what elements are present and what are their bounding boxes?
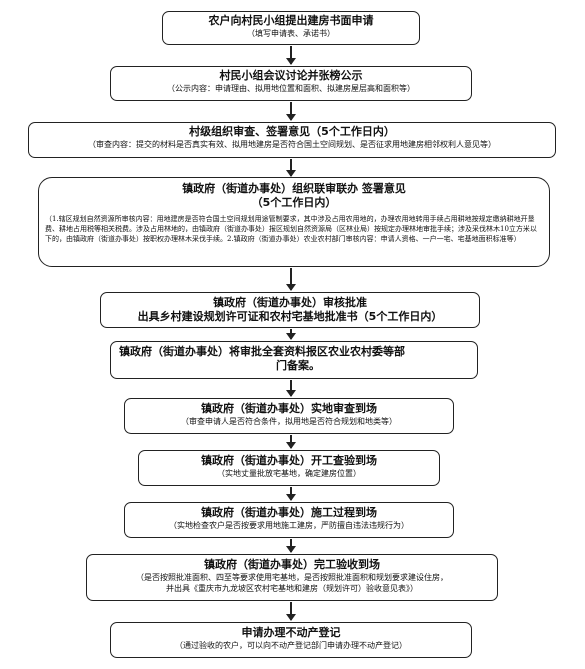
step-7-note: （审查申请人是否符合条件，拟用地是否符合规划和地类等） bbox=[181, 417, 397, 426]
step-6-filing: 镇政府（街道办事处）将审批全套资料报区农业农村委等部 门备案。 bbox=[110, 341, 478, 379]
step-6-title: 镇政府（街道办事处）将审批全套资料报区农业农村委等部 bbox=[119, 345, 405, 358]
arrow-2-3 bbox=[286, 102, 296, 121]
step-7-title: 镇政府（街道办事处）实地审查到场 bbox=[201, 402, 377, 415]
step-5-title: 镇政府（街道办事处）审核批准 bbox=[213, 296, 367, 309]
step-5-title-line2: 出具乡村建设规划许可证和农村宅基地批准书（5个工作日内） bbox=[137, 310, 443, 323]
step-11-title: 申请办理不动产登记 bbox=[241, 626, 341, 639]
step-1-title: 农户向村民小组提出建房书面申请 bbox=[208, 14, 374, 27]
step-10-title: 镇政府（街道办事处）完工验收到场 bbox=[204, 558, 380, 571]
step-11-note: （通过验收的农户，可以向不动产登记部门申请办理不动产登记） bbox=[175, 641, 407, 650]
arrow-7-8 bbox=[286, 435, 296, 449]
arrow-4-5 bbox=[286, 268, 296, 291]
step-3-note: （审查内容：提交的材料是否真实有效、拟用地建房是否符合国土空间规划、是否征求用地… bbox=[88, 140, 496, 149]
step-4-title-line2: （5个工作日内） bbox=[251, 196, 337, 209]
step-10-note-line2: 并出具《重庆市九龙坡区农村宅基地和建房（规划许可）验收意见表》） bbox=[166, 584, 418, 593]
step-8-construction-start: 镇政府（街道办事处）开工查验到场 （实地丈量批放宅基地，确定建房位置） bbox=[138, 450, 440, 486]
step-10-completion-acceptance: 镇政府（街道办事处）完工验收到场 （是否按照批准面积、四至等要求使用宅基地，是否… bbox=[86, 554, 498, 601]
step-5-approval: 镇政府（街道办事处）审核批准 出具乡村建设规划许可证和农村宅基地批准书（5个工作… bbox=[100, 292, 480, 328]
arrow-9-10 bbox=[286, 539, 296, 553]
step-4-joint-review: 镇政府（街道办事处）组织联审联办 签署意见 （5个工作日内） （1.辖区规划自然… bbox=[38, 177, 550, 267]
arrow-5-6 bbox=[286, 329, 296, 340]
step-8-title: 镇政府（街道办事处）开工查验到场 bbox=[201, 454, 377, 467]
step-2-note: （公示内容：申请理由、拟用地位置和面积、拟建房屋层高和面积等） bbox=[167, 84, 415, 93]
step-10-note: （是否按照批准面积、四至等要求使用宅基地，是否按照批准面积和规划要求建设住房， bbox=[136, 573, 448, 582]
arrow-3-4 bbox=[286, 159, 296, 177]
step-9-construction-process: 镇政府（街道办事处）施工过程到场 （实地检查农户是否按要求用地施工建房，严防擅自… bbox=[124, 502, 454, 538]
step-11-property-registration: 申请办理不动产登记 （通过验收的农户，可以向不动产登记部门申请办理不动产登记） bbox=[110, 622, 472, 658]
step-1-apply: 农户向村民小组提出建房书面申请 （填写申请表、承诺书） bbox=[162, 11, 420, 45]
step-7-site-inspection: 镇政府（街道办事处）实地审查到场 （审查申请人是否符合条件，拟用地是否符合规划和… bbox=[124, 398, 454, 434]
step-9-title: 镇政府（街道办事处）施工过程到场 bbox=[201, 506, 377, 519]
step-2-title: 村民小组会议讨论并张榜公示 bbox=[219, 69, 363, 82]
step-3-title: 村级组织审查、签署意见（5个工作日内） bbox=[189, 125, 395, 138]
step-8-note: （实地丈量批放宅基地，确定建房位置） bbox=[217, 469, 361, 478]
step-1-note: （填写申请表、承诺书） bbox=[247, 29, 335, 38]
arrow-6-7 bbox=[286, 380, 296, 397]
step-4-detail: （1.辖区规划自然资源所审核内容：用地建房是否符合国土空间规划用途管制要求，其中… bbox=[45, 215, 537, 243]
arrow-8-9 bbox=[286, 487, 296, 501]
step-9-note: （实地检查农户是否按要求用地施工建房，严防擅自违法违规行为） bbox=[169, 521, 409, 530]
arrow-1-2 bbox=[286, 46, 296, 65]
step-3-village-review: 村级组织审查、签署意见（5个工作日内） （审查内容：提交的材料是否真实有效、拟用… bbox=[28, 122, 556, 158]
arrow-10-11 bbox=[286, 602, 296, 621]
step-2-village-meeting: 村民小组会议讨论并张榜公示 （公示内容：申请理由、拟用地位置和面积、拟建房屋层高… bbox=[110, 66, 472, 101]
step-6-title-line2: 门备案。 bbox=[276, 359, 320, 372]
step-4-title: 镇政府（街道办事处）组织联审联办 签署意见 bbox=[182, 182, 406, 195]
